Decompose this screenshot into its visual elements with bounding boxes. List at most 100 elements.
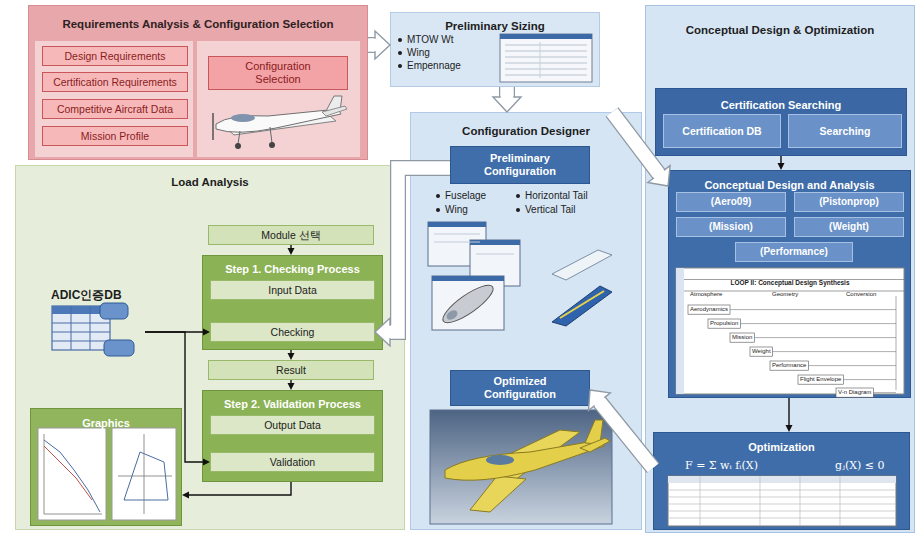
optimization-table (668, 518, 896, 519)
catia-model (486, 455, 514, 465)
connector (182, 482, 291, 499)
flowchart-step: Mission (730, 324, 754, 343)
process-group: Step 2. Validation ProcessOutput DataVal… (202, 390, 383, 482)
arrow-head (786, 425, 793, 432)
flowchart-line (754, 337, 896, 338)
airplane-illustration (270, 127, 272, 143)
optimization-table (840, 476, 841, 526)
requirement-box: Design Requirements (42, 46, 188, 66)
sizing-screenshot (505, 75, 587, 76)
flowchart-step: Aerodynamics (688, 305, 730, 314)
module-box: (Pistonprop) (794, 192, 904, 212)
designer-screenshot (476, 254, 514, 255)
result-chart (112, 428, 176, 520)
connector (375, 168, 450, 346)
box-label: Requirements Analysis & Configuration Se… (62, 18, 333, 32)
arrow-body (389, 168, 450, 332)
designer-screenshot (432, 276, 504, 330)
airplane-illustration (322, 106, 347, 116)
bullet-dot (516, 194, 520, 198)
optimization-table (668, 476, 896, 526)
arrow-head (203, 459, 210, 466)
box-label: Input Data (268, 284, 316, 297)
arrow-joint (657, 172, 660, 176)
wing-image (552, 286, 612, 326)
arrow-body (612, 112, 660, 175)
constraint-formula: gⱼ(X) ≤ 0 (835, 454, 885, 473)
optimization-table (800, 476, 801, 526)
chart-title: LOOP II: Conceptual Design Synthesis (730, 270, 849, 289)
box-label: Graphics (82, 417, 130, 430)
module-select-box: Module 선택 (208, 225, 374, 245)
database-box: Certification DB (663, 114, 781, 148)
sizing-screenshot (505, 63, 587, 64)
flowchart-image (676, 268, 684, 394)
box-label: Competitive Aircraft Data (57, 103, 173, 116)
process-group: Step 1. Checking ProcessInput DataChecki… (202, 255, 383, 350)
column-header: Atmosphere (690, 291, 722, 298)
optimization-table (668, 497, 896, 498)
database-icon (104, 340, 134, 356)
bullet-text: Wing (445, 204, 468, 216)
arrow-line (188, 482, 291, 495)
arrow-head (182, 492, 189, 499)
airplane-illustration (235, 143, 241, 149)
connector (145, 332, 210, 466)
flowchart-image (676, 268, 904, 394)
box-label: Certification Requirements (53, 76, 177, 89)
designer-screenshot (428, 222, 520, 330)
arrow-head (288, 248, 295, 255)
box-label: (Aero09) (711, 196, 752, 208)
box-label: Optimized Configuration (469, 375, 571, 401)
optimization-table (668, 490, 896, 491)
box-label: Module 선택 (261, 229, 320, 242)
database-icon (71, 306, 72, 350)
catia-model (445, 440, 604, 480)
connector (288, 350, 295, 360)
flowchart-line (730, 309, 896, 310)
module-box: (Aero09) (676, 192, 786, 212)
result-chart (118, 476, 172, 477)
bullet-item: Wing (398, 47, 430, 59)
box-label: Optimization (748, 441, 815, 454)
bullet-text: Wing (407, 47, 430, 59)
bullet-text: Empennage (407, 60, 461, 72)
flowchart-box (730, 333, 754, 342)
box-label: ADIC인증DB (51, 288, 122, 302)
bullet-text: Horizontal Tail (525, 190, 588, 202)
chart-title: LOOP II: Conceptual Design Synthesis (730, 279, 849, 287)
flowchart-step: Flight Envelope (798, 366, 843, 385)
flowchart-image (676, 268, 904, 397)
designer-screenshot (434, 242, 480, 243)
box-label: Certification Searching (721, 99, 841, 112)
column-header: Conversion (846, 281, 876, 300)
airplane-illustration (238, 131, 240, 144)
sizing-screenshot (505, 51, 587, 52)
bullet-dot (436, 194, 440, 198)
box-label: Result (276, 364, 306, 377)
arrow-body (368, 38, 376, 52)
step-box: Validation (210, 452, 375, 472)
flowchart-step: V-n Diagram (836, 388, 873, 397)
sizing-screenshot (500, 34, 592, 39)
selection-box: Configuration Selection (208, 56, 348, 90)
catia-model (580, 438, 610, 452)
arrow-outline (599, 401, 653, 468)
bullet-dot (398, 51, 402, 55)
flowchart-line (873, 392, 896, 393)
flowchart-step: Performance (770, 361, 808, 370)
section-panel: Requirements Analysis & Configuration Se… (28, 5, 368, 160)
connector (612, 112, 670, 186)
box-label: Preliminary Configuration (469, 152, 571, 178)
bullet-dot (398, 38, 402, 42)
bullet-text: MTOW Wt (407, 34, 453, 46)
arrow-head (375, 31, 390, 59)
arrow-head (288, 383, 295, 390)
database-icon (90, 306, 91, 350)
column-header: Geometry (772, 291, 798, 298)
arrow-joint (388, 326, 393, 339)
flowchart-step: Flight Envelope (798, 375, 843, 384)
box-label: Design Requirements (65, 50, 166, 63)
sizing-screenshot (505, 57, 587, 58)
box-label: Checking (271, 326, 315, 339)
